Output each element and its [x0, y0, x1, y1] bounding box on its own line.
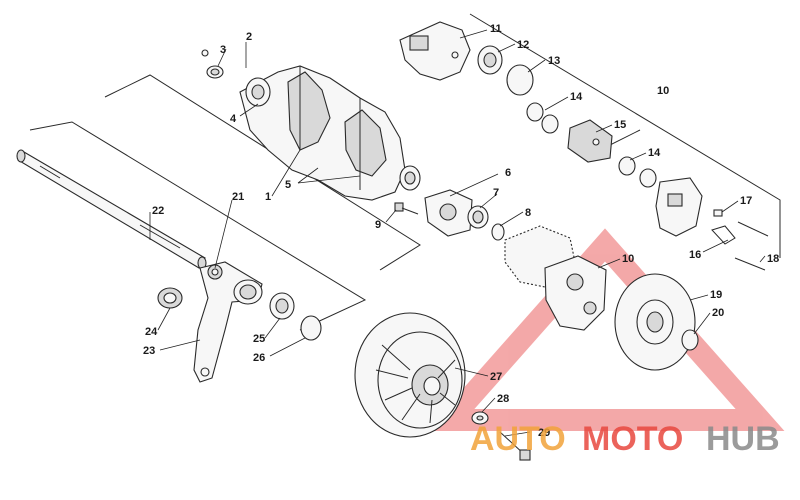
callout-24: 24: [145, 326, 158, 338]
cover-part-6: [424, 189, 473, 237]
pin-part-17-16: [711, 209, 736, 245]
callout-1: 1: [265, 191, 271, 203]
leader-lines: [149, 29, 766, 437]
callout-4: 4: [230, 113, 237, 125]
callout-28: 28: [497, 393, 509, 405]
callout-21: 21: [232, 191, 244, 203]
bolt-part-29: [499, 431, 531, 461]
callout-22: 22: [152, 205, 164, 217]
ring-part-13: [506, 64, 534, 96]
callout-8: 8: [525, 207, 531, 219]
callout-6: 6: [505, 167, 511, 179]
washer-part-28: [471, 411, 489, 425]
bolt-part-9: [394, 202, 419, 215]
watermark-logo: AUTO MOTO HUB: [470, 420, 780, 458]
bearing-part-25: [269, 292, 295, 320]
clutch-pulley-part-27: [354, 312, 466, 438]
callout-14-lower: 14: [648, 147, 661, 159]
callout-19: 19: [710, 289, 722, 301]
callout-9: 9: [375, 219, 381, 231]
piston-part-14b: [618, 156, 657, 188]
bolts-part-18: [734, 221, 769, 271]
callout-23: 23: [143, 345, 155, 357]
callout-15: 15: [614, 119, 626, 131]
callout-18: 18: [767, 253, 779, 265]
callout-26: 26: [253, 352, 265, 364]
callout-25: 25: [253, 333, 265, 345]
caliper-part-10-lower: [655, 177, 703, 237]
bearing-part-12: [477, 45, 503, 75]
fitting-part-2-3: [201, 49, 224, 79]
shaft-part-22: [16, 149, 207, 270]
brake-pad-part-15: [567, 119, 613, 163]
brake-disc-part-19: [614, 273, 696, 371]
caliper-part-10-upper: [399, 21, 471, 81]
callout-27: 27: [490, 371, 502, 383]
bearing-part-24: [157, 287, 183, 309]
callout-14-upper: 14: [570, 91, 583, 103]
callout-11: 11: [490, 23, 502, 35]
ring-part-20: [681, 329, 699, 351]
callout-29: 29: [538, 427, 550, 439]
callout-7: 7: [493, 187, 499, 199]
seal-part-7: [467, 205, 489, 229]
ring-part-26: [300, 315, 322, 341]
callout-17: 17: [740, 195, 752, 207]
piston-part-14a: [526, 102, 559, 134]
callout-5: 5: [285, 179, 291, 191]
ring-part-8: [491, 223, 505, 241]
callout-2: 2: [246, 31, 252, 43]
callout-10-lower: 10: [622, 253, 634, 265]
watermark-hub: HUB: [706, 420, 780, 458]
callout-16: 16: [689, 249, 701, 261]
callout-10-upper: 10: [657, 85, 669, 97]
caliper-assembly-part-10: [544, 255, 607, 331]
watermark-auto: AUTO: [470, 420, 566, 458]
bracket-part-23: [193, 261, 263, 383]
housing-part-1: [239, 65, 421, 201]
callout-labels: 1 2 3 4 5 6 7 8 9 10 10 11 12 13 14 14 1…: [143, 23, 779, 439]
callout-20: 20: [712, 307, 724, 319]
watermark-moto: MOTO: [582, 420, 683, 458]
callout-13: 13: [548, 55, 560, 67]
callout-12: 12: [517, 39, 529, 51]
callout-3: 3: [220, 44, 226, 56]
